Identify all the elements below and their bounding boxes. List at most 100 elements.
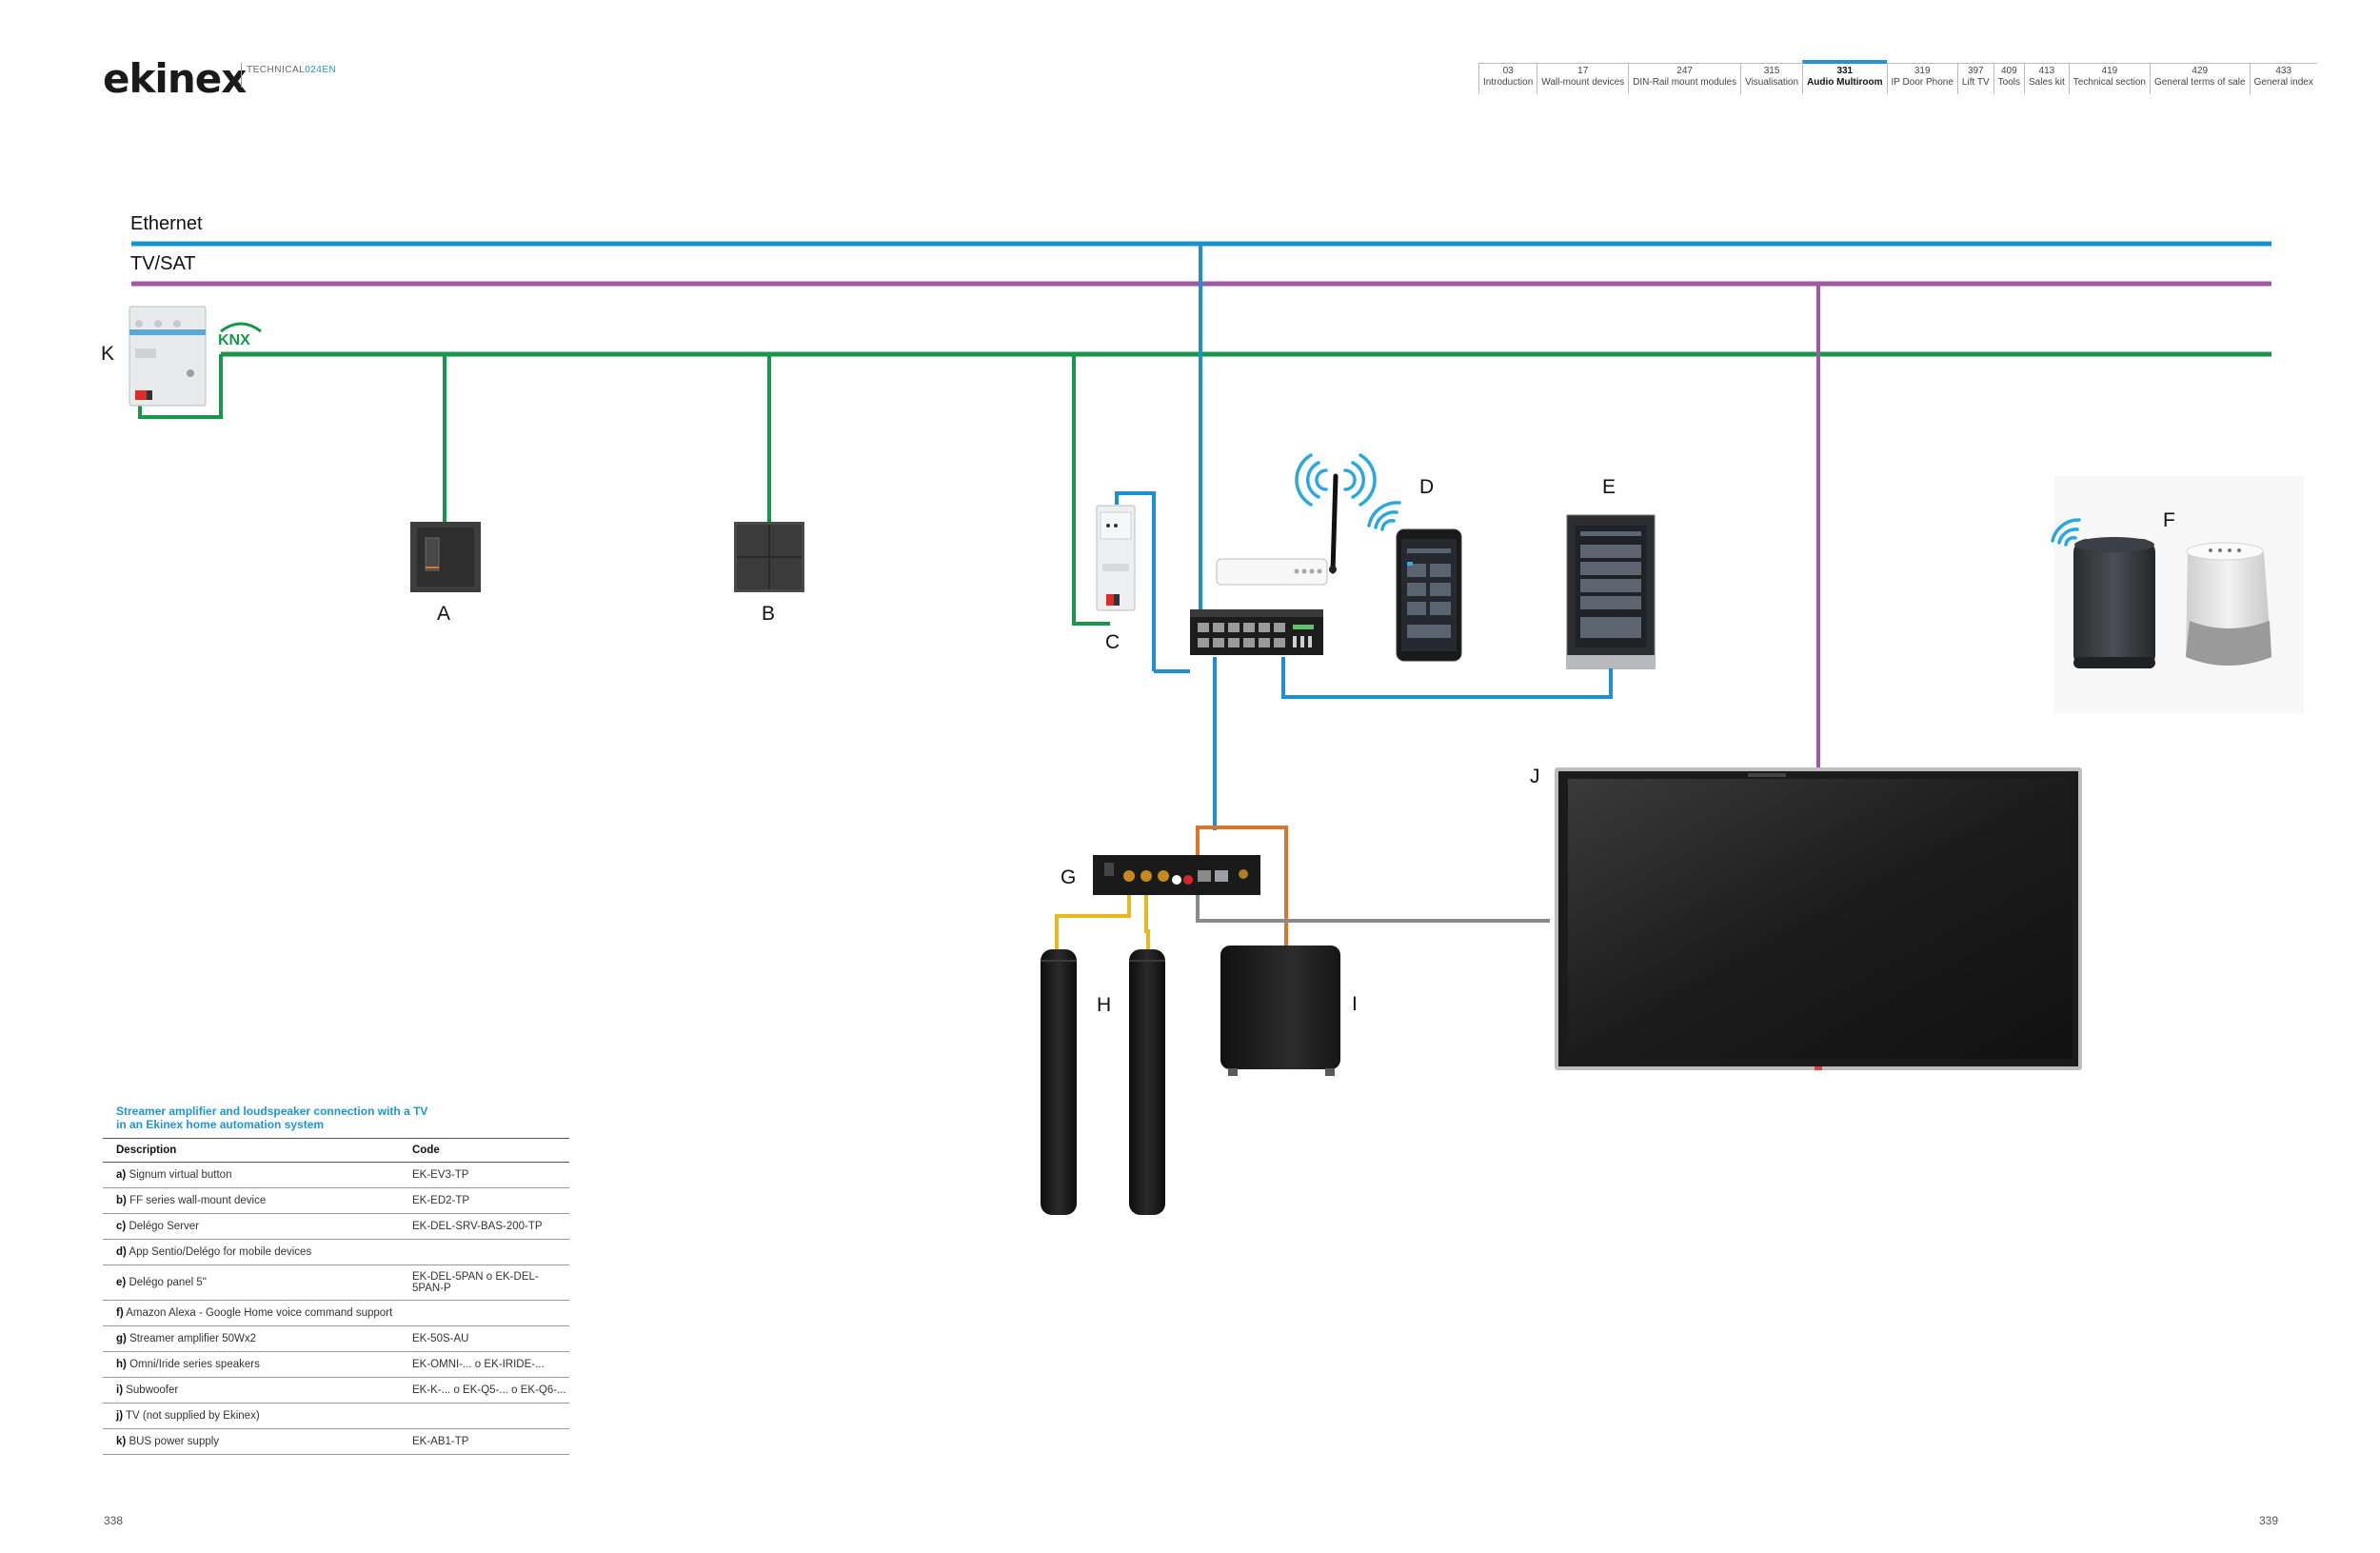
wifi-signal-icon: [1295, 453, 1377, 507]
legend-row: f) Amazon Alexa - Google Home voice comm…: [103, 1300, 569, 1326]
nav-item-number: 247: [1676, 66, 1693, 76]
google-home-speaker: [2186, 542, 2271, 666]
subwoofer-cable: [1196, 826, 1288, 948]
delego-panel-device: [1566, 514, 1656, 669]
nav-item-label: Introduction: [1483, 77, 1534, 88]
nav-item-number: 433: [2275, 66, 2292, 76]
speaker-cables: [1055, 890, 1150, 950]
nav-item-number: 17: [1577, 66, 1589, 76]
delego-server-device: [1096, 505, 1136, 611]
legend-key: b): [116, 1195, 127, 1206]
wifi-signal-icon: [2051, 518, 2081, 547]
nav-item-number: 397: [1967, 66, 1984, 76]
tv-device: [1555, 767, 2082, 1070]
ethernet-wiring: [1115, 244, 1613, 830]
nav-item-label: Visualisation: [1745, 77, 1799, 88]
nav-item-number: 315: [1763, 66, 1780, 76]
signum-virtual-button-device: [410, 522, 481, 592]
legend-key: f): [116, 1307, 124, 1319]
component-label-b: B: [762, 603, 776, 625]
brand-logo: ekinex: [103, 55, 247, 102]
component-label-c: C: [1105, 631, 1121, 653]
legend-code-cell: EK-AB1-TP: [399, 1428, 569, 1455]
legend-row: e) Delégo panel 5"EK-DEL-5PAN o EK-DEL-5…: [103, 1264, 569, 1301]
legend-key: i): [116, 1384, 124, 1396]
nav-item-label: General terms of sale: [2153, 77, 2246, 88]
nav-item-label: Tools: [1997, 77, 2020, 88]
legend-description-cell: c) Delégo Server: [103, 1213, 399, 1240]
legend-description: FF series wall-mount device: [129, 1195, 267, 1206]
legend-description-cell: h) Omni/Iride series speakers: [103, 1351, 399, 1378]
knx-logo: KNX: [218, 322, 262, 348]
nav-item-number: 419: [2101, 66, 2118, 76]
logo-separator: [241, 63, 242, 88]
legend-description: TV (not supplied by Ekinex): [126, 1410, 260, 1422]
nav-item-number: 429: [2192, 66, 2209, 76]
legend-description: Delégo panel 5": [129, 1277, 207, 1288]
component-label-e: E: [1602, 476, 1616, 498]
component-label-j: J: [1530, 766, 1540, 787]
subwoofer-device: [1220, 946, 1340, 1076]
legend-code-cell: EK-EV3-TP: [399, 1162, 569, 1188]
legend-row: j) TV (not supplied by Ekinex): [103, 1403, 569, 1429]
network-switch-device: [1190, 609, 1323, 655]
ethernet-bus-label: Ethernet: [130, 213, 203, 234]
legend-key: j): [116, 1410, 124, 1422]
knx-wiring: [138, 354, 1110, 626]
component-label-k: K: [101, 343, 115, 365]
page-number-left: 338: [104, 1514, 124, 1527]
legend-description: Signum virtual button: [129, 1169, 232, 1181]
page-number-right: 339: [2259, 1514, 2279, 1527]
legend-description: Streamer amplifier 50Wx2: [129, 1333, 256, 1344]
bus-power-supply-device: [129, 306, 207, 407]
legend-code-cell: EK-DEL-5PAN o EK-DEL-5PAN-P: [399, 1264, 569, 1301]
legend-description-cell: d) App Sentio/Delégo for mobile devices: [103, 1239, 399, 1265]
nav-item-label: Sales kit: [2029, 77, 2065, 88]
svg-text:KNX: KNX: [218, 332, 250, 348]
voice-assistant-group: [2051, 476, 2304, 714]
legend-description-cell: b) FF series wall-mount device: [103, 1187, 399, 1214]
legend-description: Subwoofer: [126, 1384, 179, 1396]
legend-description: App Sentio/Delégo for mobile devices: [129, 1246, 312, 1258]
component-label-d: D: [1419, 476, 1435, 498]
legend-description-cell: k) BUS power supply: [103, 1428, 399, 1455]
nav-item-label: DIN-Rail mount modules: [1633, 77, 1737, 88]
legend-code-cell: [399, 1403, 569, 1429]
legend-col-description: Description: [103, 1138, 399, 1163]
nav-item-label: Technical section: [2073, 77, 2146, 88]
legend-description: Amazon Alexa - Google Home voice command…: [126, 1307, 393, 1319]
legend-description-cell: i) Subwoofer: [103, 1377, 399, 1404]
nav-item-label: Lift TV: [1961, 77, 1990, 88]
legend-description-cell: j) TV (not supplied by Ekinex): [103, 1403, 399, 1429]
legend-code-cell: [399, 1300, 569, 1326]
component-label-f: F: [2163, 509, 2175, 531]
hdmi-cable: [1196, 890, 1550, 923]
smartphone-app-device: [1396, 528, 1462, 662]
legend-header-row: Description Code: [103, 1138, 569, 1163]
wifi-signal-icon: [1367, 501, 1401, 531]
legend-code-cell: [399, 1239, 569, 1265]
omni-iride-speaker-right: [1129, 949, 1165, 1215]
nav-item-number: 331: [1836, 66, 1854, 76]
